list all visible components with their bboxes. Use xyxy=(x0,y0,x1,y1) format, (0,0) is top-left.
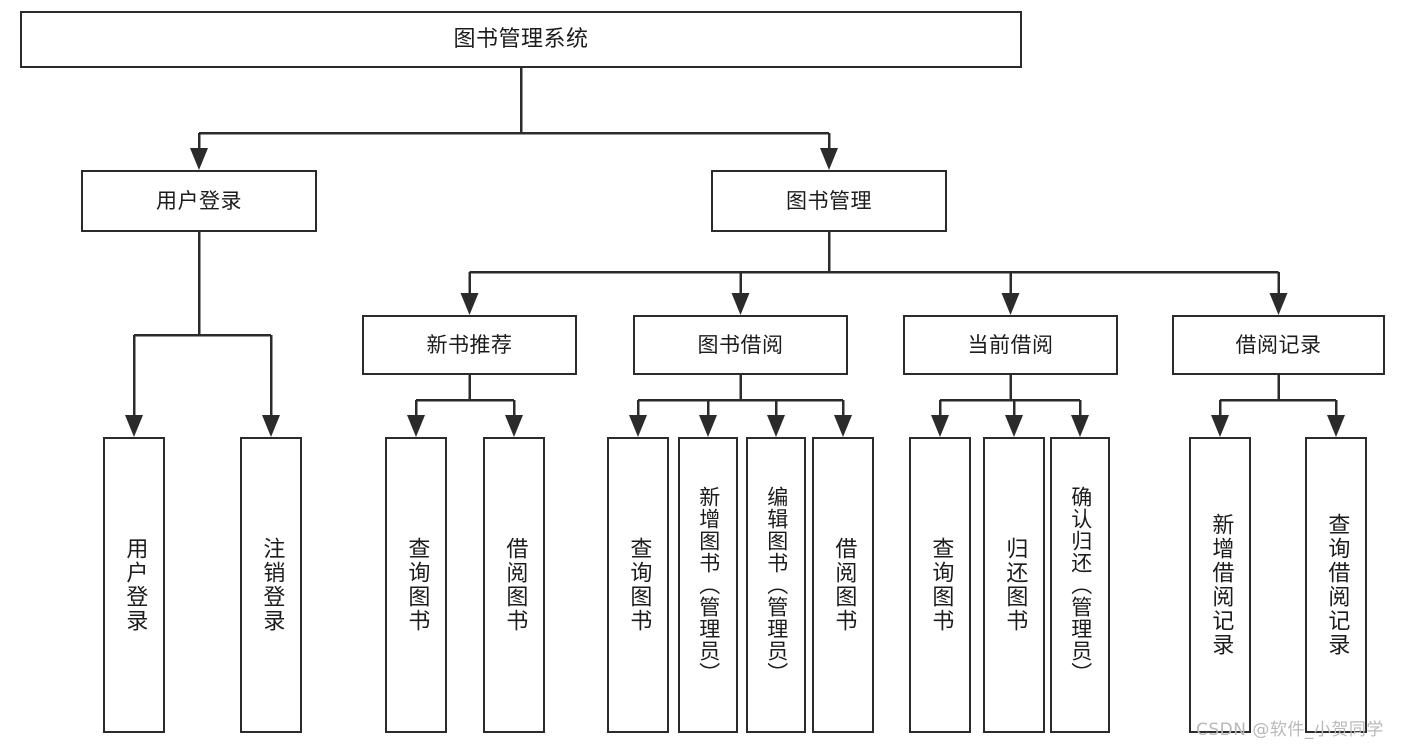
node-label: 图书管理 xyxy=(786,188,872,213)
node-root[interactable]: 图书管理系统 xyxy=(20,11,1022,68)
node-l_b1[interactable]: 借阅图书 xyxy=(483,437,545,733)
node-label: 用户登录 xyxy=(122,537,148,633)
node-label: 确认归还（管理员） xyxy=(1068,486,1093,684)
node-label: 查询借阅记录 xyxy=(1324,513,1350,657)
node-borrow[interactable]: 图书借阅 xyxy=(633,315,848,375)
node-newbook[interactable]: 新书推荐 xyxy=(362,315,577,375)
node-l_confirm[interactable]: 确认归还（管理员） xyxy=(1050,437,1110,733)
node-l_q3[interactable]: 查询图书 xyxy=(909,437,971,733)
node-l_logout[interactable]: 注销登录 xyxy=(240,437,302,733)
node-current[interactable]: 当前借阅 xyxy=(903,315,1118,375)
node-l_q2[interactable]: 查询图书 xyxy=(607,437,669,733)
node-l_q1[interactable]: 查询图书 xyxy=(385,437,447,733)
node-label: 图书借阅 xyxy=(697,332,784,357)
node-label: 归还图书 xyxy=(1002,537,1028,633)
node-label: 当前借阅 xyxy=(967,332,1054,357)
node-l_login[interactable]: 用户登录 xyxy=(103,437,165,733)
node-label: 借阅记录 xyxy=(1235,332,1322,357)
node-login[interactable]: 用户登录 xyxy=(81,170,317,232)
node-l_b2[interactable]: 借阅图书 xyxy=(812,437,874,733)
node-label: 注销登录 xyxy=(259,537,285,633)
node-label: 新增图书（管理员） xyxy=(696,486,721,684)
node-label: 用户登录 xyxy=(156,188,242,213)
node-l_qrec[interactable]: 查询借阅记录 xyxy=(1305,437,1367,733)
node-label: 新增借阅记录 xyxy=(1208,513,1234,657)
node-label: 查询图书 xyxy=(404,537,430,633)
node-label: 查询图书 xyxy=(626,537,652,633)
node-bookmgmt[interactable]: 图书管理 xyxy=(711,170,947,232)
node-l_add[interactable]: 新增图书（管理员） xyxy=(678,437,738,733)
node-label: 编辑图书（管理员） xyxy=(764,486,789,684)
node-l_return[interactable]: 归还图书 xyxy=(983,437,1045,733)
node-label: 查询图书 xyxy=(928,537,954,633)
node-label: 借阅图书 xyxy=(502,537,528,633)
watermark: CSDN @软件_小贺同学 xyxy=(1196,720,1384,740)
node-l_addrec[interactable]: 新增借阅记录 xyxy=(1189,437,1251,733)
node-label: 借阅图书 xyxy=(831,537,857,633)
node-l_edit[interactable]: 编辑图书（管理员） xyxy=(746,437,806,733)
node-label: 图书管理系统 xyxy=(453,26,589,52)
node-records[interactable]: 借阅记录 xyxy=(1172,315,1385,375)
node-label: 新书推荐 xyxy=(426,332,513,357)
